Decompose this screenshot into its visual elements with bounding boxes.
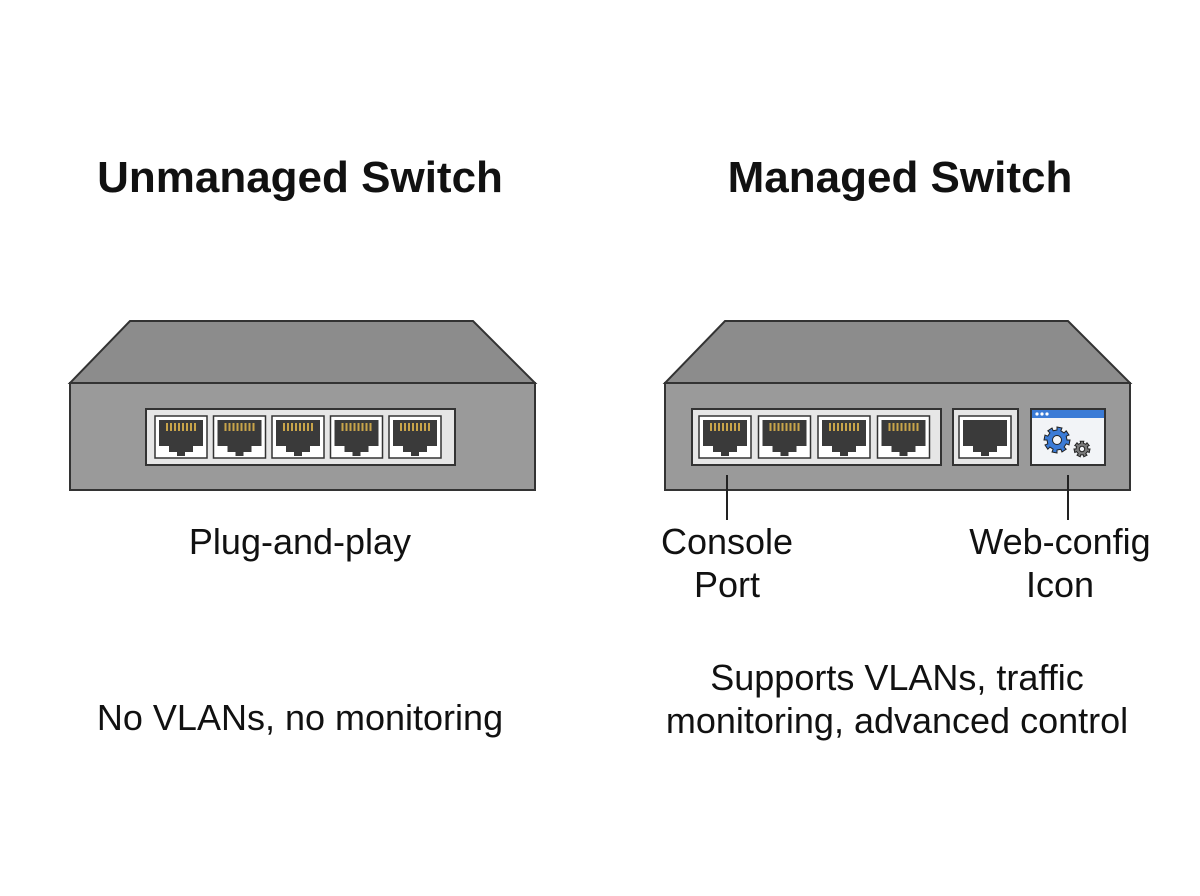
webconfig-icon-label: Web-config Icon: [948, 520, 1172, 606]
rj45-port-icon: [817, 415, 871, 459]
console-port-label-line1: Console: [660, 521, 794, 562]
rj45-port-icon: [698, 415, 752, 459]
rj45-port-icon: [757, 415, 812, 459]
rj45-port-icon: [329, 415, 384, 459]
console-port-label: Console Port: [627, 520, 827, 606]
rj45-port-icon: [958, 415, 1012, 459]
console-port-label-line2: Port: [693, 564, 761, 605]
rj45-port-icon: [388, 415, 442, 459]
rj45-port-icon: [154, 415, 208, 459]
managed-title: Managed Switch: [727, 153, 1073, 202]
rj45-port-icon: [876, 415, 931, 459]
unmanaged-title: Unmanaged Switch: [97, 153, 503, 202]
gear-icon: [1043, 426, 1071, 454]
webconfig-icon-label-line1: Web-config: [969, 521, 1151, 562]
webconfig-icon: [1030, 408, 1106, 466]
managed-summary-line1: Supports VLANs, traffic: [710, 657, 1084, 698]
webconfig-icon-label-line2: Icon: [1025, 564, 1095, 605]
rj45-port-icon: [271, 415, 325, 459]
unmanaged-switch: [67, 320, 538, 491]
unmanaged-feature-label: Plug-and-play: [188, 521, 412, 562]
managed-switch: [662, 320, 1133, 520]
managed-switch-top: [662, 320, 1133, 384]
gear-icon: [1073, 440, 1091, 458]
unmanaged-summary: No VLANs, no monitoring: [96, 697, 504, 738]
rj45-port-icon: [212, 415, 267, 459]
unmanaged-switch-top: [67, 320, 538, 384]
managed-summary-line2: monitoring, advanced control: [665, 700, 1129, 741]
managed-summary: Supports VLANs, traffic monitoring, adva…: [600, 656, 1194, 742]
browser-window-icon: [1030, 408, 1106, 466]
